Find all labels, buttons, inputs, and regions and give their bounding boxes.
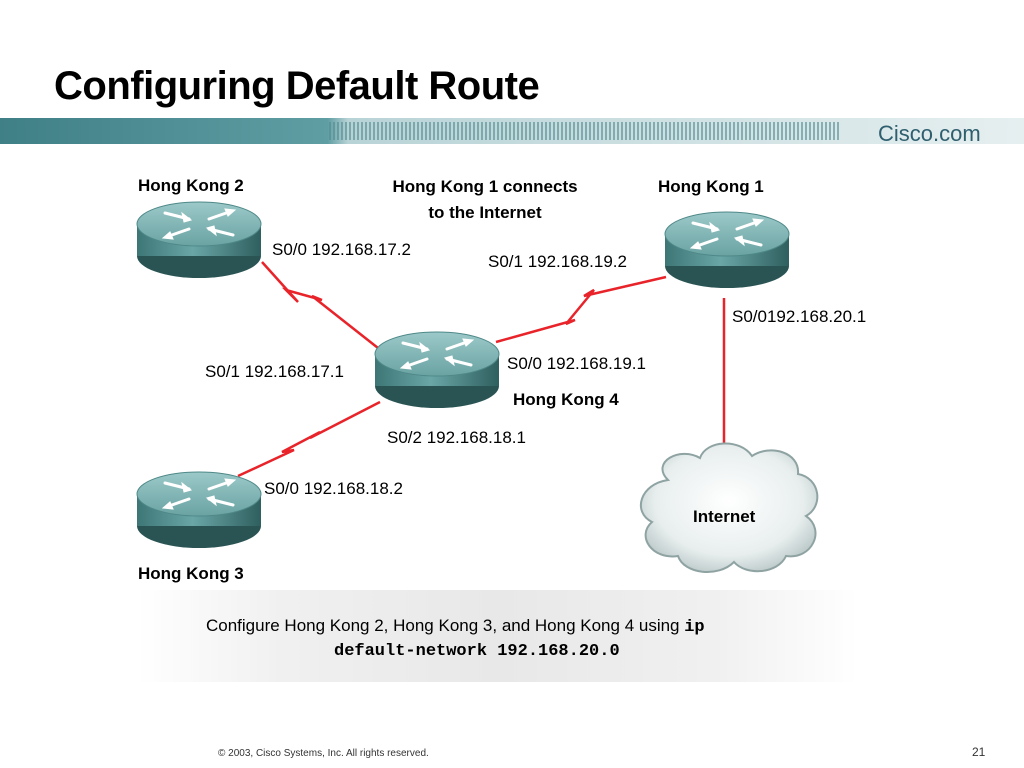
label-hong-kong-2: Hong Kong 2 [138,176,244,195]
serial-link-hk4-hk3 [237,400,381,478]
router-hong-kong-3 [135,470,263,550]
router-hong-kong-4 [373,330,501,410]
caption-box: Configure Hong Kong 2, Hong Kong 3, and … [138,590,858,682]
cisco-logo: Cisco.com [878,121,981,146]
iface-hk4-s0-1: S0/1 192.168.17.1 [205,362,344,381]
router-hong-kong-2 [135,200,263,280]
iface-hk3-s0-0: S0/0 192.168.18.2 [264,479,403,498]
caption-line-1: Configure Hong Kong 2, Hong Kong 3, and … [206,616,705,637]
caption-text: Configure Hong Kong 2, Hong Kong 3, and … [206,616,685,635]
iface-hk4-s0-0: S0/0 192.168.19.1 [507,354,646,373]
copyright: © 2003, Cisco Systems, Inc. All rights r… [218,748,429,759]
header-band [0,118,1024,144]
iface-hk1-s0-1: S0/1 192.168.19.2 [488,252,627,271]
router-hong-kong-1 [663,210,791,290]
iface-hk4-s0-2: S0/2 192.168.18.1 [387,428,526,447]
slide-title: Configuring Default Route [54,64,540,108]
label-hong-kong-1: Hong Kong 1 [658,177,764,196]
note-line-2: to the Internet [428,203,542,222]
serial-link-hk2-hk4 [261,261,379,349]
label-hong-kong-4: Hong Kong 4 [513,390,619,409]
caption-command-part-2: default-network 192.168.20.0 [334,642,620,661]
iface-hk1-s0-0: S0/0192.168.20.1 [732,307,867,326]
serial-link-hk4-hk1 [495,275,667,344]
iface-hk2-s0-0: S0/0 192.168.17.2 [272,240,411,259]
caption-command-part-1: ip [684,618,705,637]
page-number: 21 [972,745,986,759]
internet-label: Internet [693,507,756,526]
label-hong-kong-3: Hong Kong 3 [138,564,244,583]
network-diagram [135,200,819,574]
note-line-1: Hong Kong 1 connects [392,177,578,196]
internet-cloud-icon [640,442,819,574]
